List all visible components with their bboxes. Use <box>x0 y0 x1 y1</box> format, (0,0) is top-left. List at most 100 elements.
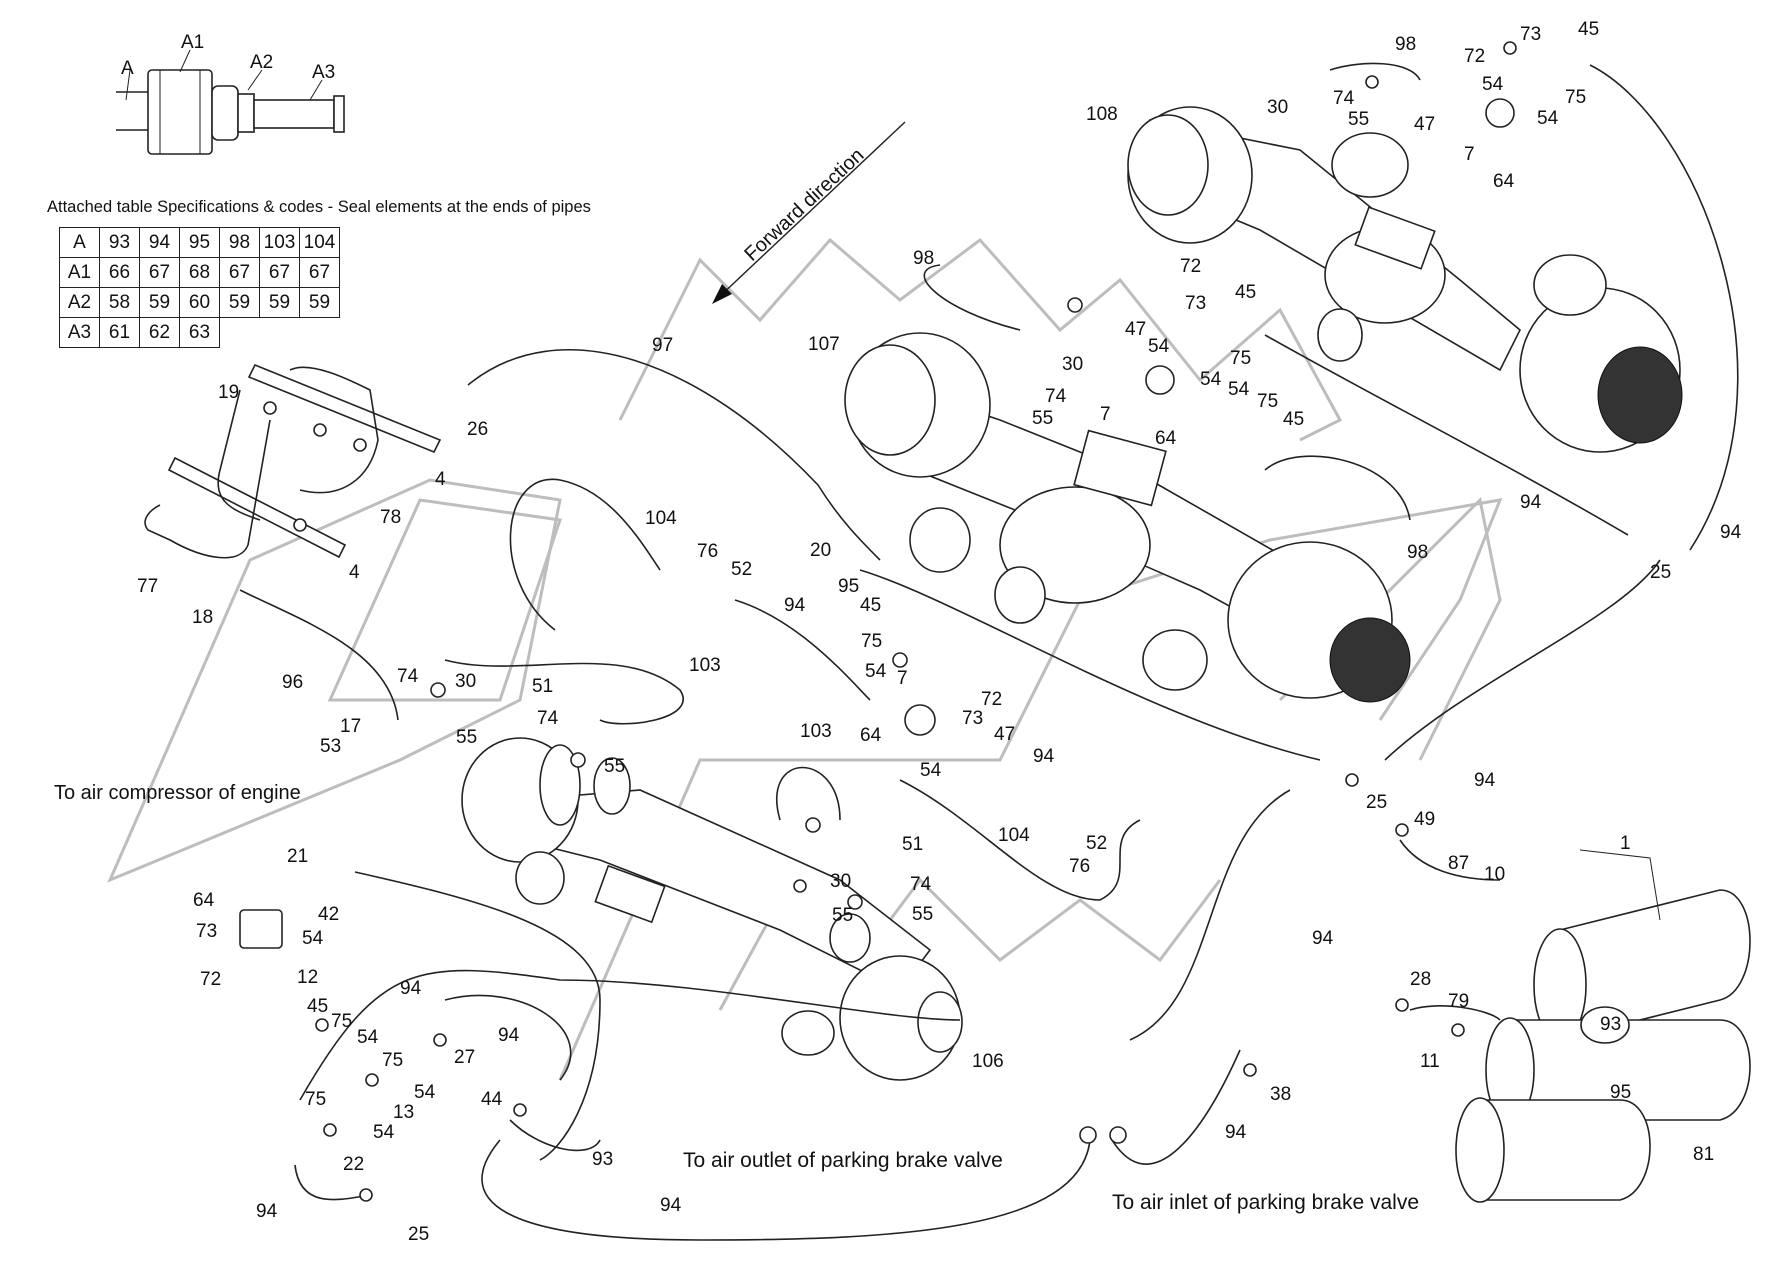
callout: 19 <box>218 382 239 403</box>
callout: 45 <box>1578 19 1599 40</box>
callout: 54 <box>1537 108 1559 129</box>
front-axle-106 <box>461 737 963 1081</box>
callout: 75 <box>1257 391 1278 412</box>
callout: 26 <box>467 419 488 440</box>
legend-label-a3: A3 <box>312 62 335 83</box>
table-cell: 104 <box>299 227 340 258</box>
callout: 94 <box>256 1201 278 1222</box>
callout: 45 <box>1283 409 1304 430</box>
rear-axle-108 <box>1127 106 1683 453</box>
middle-axle-107 <box>844 332 1411 703</box>
legend-label-a: A <box>121 58 134 79</box>
callout: 107 <box>808 334 840 355</box>
spec-table-title: Attached table Specifications & codes - … <box>47 198 591 216</box>
callout: 55 <box>456 727 477 748</box>
table-row: A 93 94 95 98 103 104 <box>59 227 340 258</box>
callout: 73 <box>196 921 217 942</box>
callout: 45 <box>1235 282 1256 303</box>
callout: 75 <box>1230 348 1251 369</box>
callout: 17 <box>340 716 361 737</box>
callout: 7 <box>897 668 908 689</box>
air-pipe-network <box>239 62 1739 1241</box>
callout: 64 <box>860 725 882 746</box>
legend-label-a2: A2 <box>250 52 273 73</box>
callout: 76 <box>1069 856 1090 877</box>
callout: 74 <box>910 874 932 895</box>
callout: 21 <box>287 846 308 867</box>
callout: 12 <box>297 967 318 988</box>
callout: 30 <box>455 671 476 692</box>
table-cell: 58 <box>99 287 140 318</box>
table-row: A3 61 62 63 <box>59 317 340 348</box>
air-reservoir-assembly <box>1455 849 1751 1203</box>
table-cell: 95 <box>179 227 220 258</box>
callout: 53 <box>320 736 341 757</box>
forward-direction-label: Forward direction <box>740 144 868 265</box>
table-cell: 103 <box>259 227 300 258</box>
callout: 75 <box>1565 87 1586 108</box>
callout: 54 <box>302 928 324 949</box>
callout: 72 <box>1464 46 1485 67</box>
note-parking-inlet: To air inlet of parking brake valve <box>1112 1191 1419 1214</box>
callout: 74 <box>537 708 559 729</box>
table-cell: 67 <box>299 257 340 288</box>
callout: 77 <box>137 576 158 597</box>
table-cell: 60 <box>179 287 220 318</box>
callout: 94 <box>400 978 422 999</box>
callout: 72 <box>200 969 221 990</box>
table-cell: 67 <box>259 257 300 288</box>
table-row: A1 66 67 68 67 67 67 <box>59 257 340 288</box>
pipe-end-legend: A A1 A2 A3 <box>116 32 345 155</box>
callout: 54 <box>414 1082 436 1103</box>
callout: 27 <box>454 1047 475 1068</box>
table-cell: 63 <box>179 317 220 348</box>
table-cell: 59 <box>259 287 300 318</box>
callout: 73 <box>962 708 983 729</box>
callout: 25 <box>1650 562 1671 583</box>
callout: 54 <box>373 1122 395 1143</box>
callout: 81 <box>1693 1144 1714 1165</box>
callout: 47 <box>1414 114 1435 135</box>
note-air-compressor: To air compressor of engine <box>54 782 301 804</box>
table-cell: 94 <box>139 227 180 258</box>
callout: 22 <box>343 1154 364 1175</box>
callout: 55 <box>604 756 625 777</box>
callout: 13 <box>393 1102 414 1123</box>
callout: 98 <box>1407 542 1428 563</box>
callout: 45 <box>860 595 881 616</box>
callout: 94 <box>1474 770 1496 791</box>
callout: 30 <box>1062 354 1083 375</box>
callout: 7 <box>1464 144 1475 165</box>
callout: 18 <box>192 607 213 628</box>
table-cell <box>300 318 340 348</box>
callout: 64 <box>1493 171 1515 192</box>
callout: 47 <box>1125 319 1146 340</box>
callout: 96 <box>282 672 303 693</box>
callout-labels: 98 73 45 72 74 30 54 75 55 47 7 54 64 10… <box>137 19 1742 1245</box>
callout: 74 <box>1333 88 1355 109</box>
callout: 42 <box>318 904 339 925</box>
table-cell: 59 <box>219 287 260 318</box>
table-cell <box>220 318 260 348</box>
callout: 79 <box>1448 991 1469 1012</box>
callout: 78 <box>380 507 401 528</box>
callout: 103 <box>800 721 832 742</box>
callout: 73 <box>1185 293 1206 314</box>
callout: 64 <box>1155 428 1177 449</box>
table-cell: 67 <box>219 257 260 288</box>
callout: 54 <box>865 661 887 682</box>
callout: 87 <box>1448 853 1469 874</box>
table-cell: 61 <box>99 317 140 348</box>
callout: 72 <box>1180 256 1201 277</box>
callout: 49 <box>1414 809 1435 830</box>
callout: 94 <box>1720 522 1742 543</box>
callout: 64 <box>193 890 215 911</box>
callout: 75 <box>382 1050 403 1071</box>
callout: 10 <box>1484 864 1505 885</box>
callout: 75 <box>331 1011 352 1032</box>
callout: 55 <box>832 905 853 926</box>
table-cell: 67 <box>139 257 180 288</box>
callout: 95 <box>838 576 859 597</box>
callout: 94 <box>784 595 806 616</box>
